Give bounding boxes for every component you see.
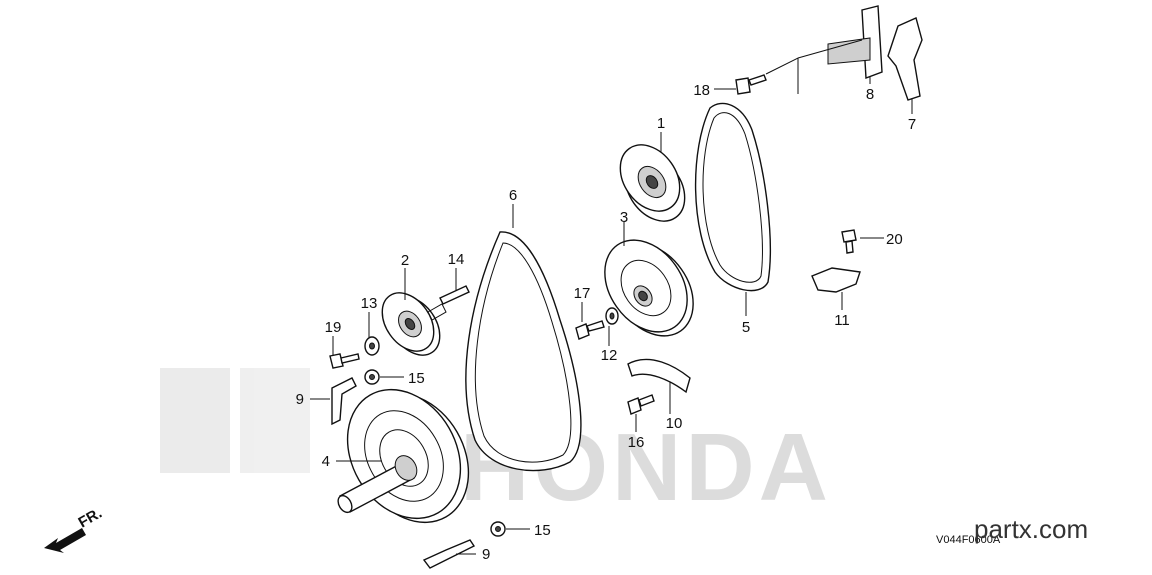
part-11-bracket[interactable] (811, 267, 861, 293)
part-1-pulley[interactable] (608, 134, 697, 233)
callout-5[interactable]: 5 (742, 319, 750, 336)
part-9-clip-upper[interactable] (331, 377, 357, 426)
callout-16[interactable]: 16 (628, 434, 645, 451)
part-15-nut-upper[interactable] (364, 369, 380, 385)
callout-13[interactable]: 13 (361, 295, 378, 312)
callout-15-upper[interactable]: 15 (408, 370, 425, 387)
callout-9-upper[interactable]: 9 (296, 391, 304, 408)
part-8-bracket[interactable] (827, 5, 883, 79)
part-20-bolt[interactable] (841, 229, 857, 254)
part-15-nut-lower[interactable] (490, 521, 506, 537)
callout-7[interactable]: 7 (908, 116, 916, 133)
callout-8[interactable]: 8 (866, 86, 874, 103)
callout-20[interactable]: 20 (886, 231, 903, 248)
part-18-bolt[interactable] (735, 74, 767, 95)
part-9-clip-lower[interactable] (422, 539, 476, 569)
callout-19[interactable]: 19 (325, 319, 342, 336)
callout-10[interactable]: 10 (666, 415, 683, 432)
watermark-qr-block (240, 368, 310, 473)
diagram-code: V044F0600A (936, 534, 1001, 546)
front-arrow-icon (44, 528, 86, 553)
front-direction-indicator: FR. (44, 505, 105, 553)
part-13-washer[interactable] (364, 336, 380, 356)
site-label: partx.com (974, 514, 1088, 544)
part-14-key[interactable] (439, 285, 470, 305)
callout-4[interactable]: 4 (322, 453, 330, 470)
part-10-belt-guide[interactable] (627, 358, 691, 394)
part-7-stay[interactable] (887, 17, 923, 101)
callout-2[interactable]: 2 (401, 252, 409, 269)
callout-12[interactable]: 12 (601, 347, 618, 364)
part-6-drive-belt[interactable] (465, 231, 582, 472)
watermark-qr-block (160, 368, 230, 473)
callout-18[interactable]: 18 (693, 82, 710, 99)
part-16-bolt[interactable] (627, 394, 655, 415)
callout-3[interactable]: 3 (620, 209, 628, 226)
callout-11[interactable]: 11 (834, 312, 850, 329)
callout-1[interactable]: 1 (657, 115, 665, 132)
part-19-bolt[interactable] (329, 353, 360, 369)
callout-15-lower[interactable]: 15 (534, 522, 551, 539)
part-2-pulley[interactable] (372, 283, 451, 365)
part-3-pulley[interactable] (588, 224, 710, 351)
front-direction-label: FR. (76, 505, 105, 532)
leader-bracket-group (765, 39, 863, 94)
leader-lines (310, 76, 913, 555)
callout-6[interactable]: 6 (509, 187, 517, 204)
callout-17[interactable]: 17 (574, 285, 591, 302)
part-5-belt[interactable] (694, 102, 772, 292)
part-12-washer[interactable] (605, 307, 619, 325)
callout-9-lower[interactable]: 9 (482, 546, 490, 563)
callout-14[interactable]: 14 (448, 251, 465, 268)
part-4-main-pulley-shaft[interactable] (325, 369, 491, 543)
part-17-bolt[interactable] (575, 320, 605, 340)
callout-labels: 1 2 3 4 5 6 7 8 9 9 10 11 12 13 14 15 15… (296, 82, 917, 563)
